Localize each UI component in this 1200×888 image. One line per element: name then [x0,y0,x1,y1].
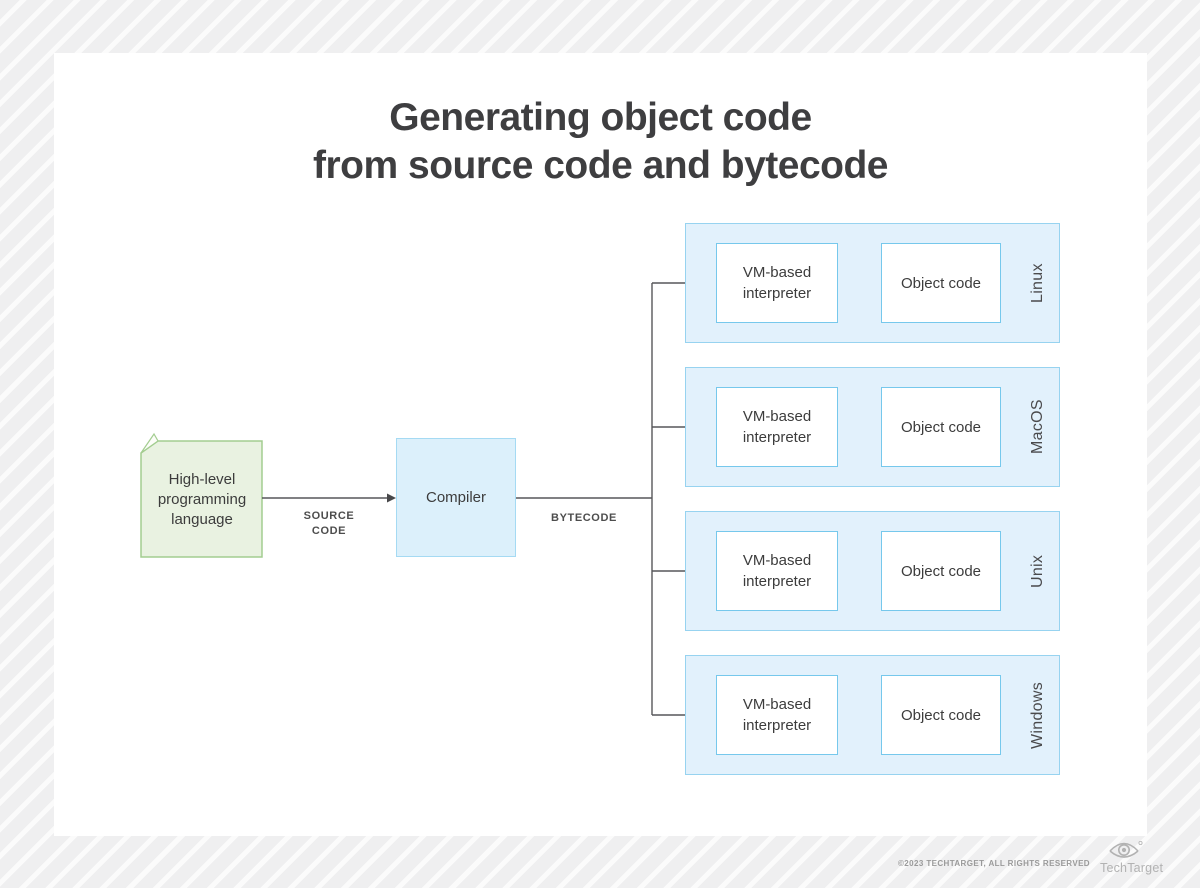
platform-label-windows: Windows [1029,681,1046,749]
object-code-box: Object code [881,675,1001,755]
platform-label-linux: Linux [1029,263,1046,303]
vm-interpreter-box: VM-based interpreter [716,387,838,467]
folded-corner [140,432,159,454]
page-title: Generating object code from source code … [54,94,1147,190]
title-line-1: Generating object code [389,96,812,139]
platform-row-unix: VM-based interpreter Object code Unix [685,511,1060,631]
bytecode-arrow-label: BYTECODE [551,512,617,524]
object-code-box: Object code [881,243,1001,323]
object-code-box: Object code [881,531,1001,611]
document-shape [140,432,263,558]
vm-interpreter-box: VM-based interpreter [716,675,838,755]
techtarget-wordmark: TechTarget [1100,861,1164,875]
platform-row-macos: VM-based interpreter Object code MacOS [685,367,1060,487]
platform-label-macos: MacOS [1029,399,1046,455]
title-line-2: from source code and bytecode [313,144,888,187]
source-language-box: High-level programming language [157,470,247,528]
copyright-text: ©2023 TECHTARGET, ALL RIGHTS RESERVED [898,859,1090,868]
techtarget-eye-icon [1109,841,1143,858]
platform-row-windows: VM-based interpreter Object code Windows [685,655,1060,775]
vm-interpreter-box: VM-based interpreter [716,243,838,323]
vm-interpreter-box: VM-based interpreter [716,531,838,611]
techtarget-logo: TechTarget [1100,839,1164,875]
platform-label-unix: Unix [1029,554,1046,588]
diagram-card: Generating object code from source code … [54,53,1147,836]
arrow-lines [262,282,874,716]
object-code-box: Object code [881,387,1001,467]
compiler-box: Compiler [396,438,516,557]
source-code-arrow-label: SOURCE CODE [303,510,355,537]
platform-row-linux: VM-based interpreter Object code Linux [685,223,1060,343]
